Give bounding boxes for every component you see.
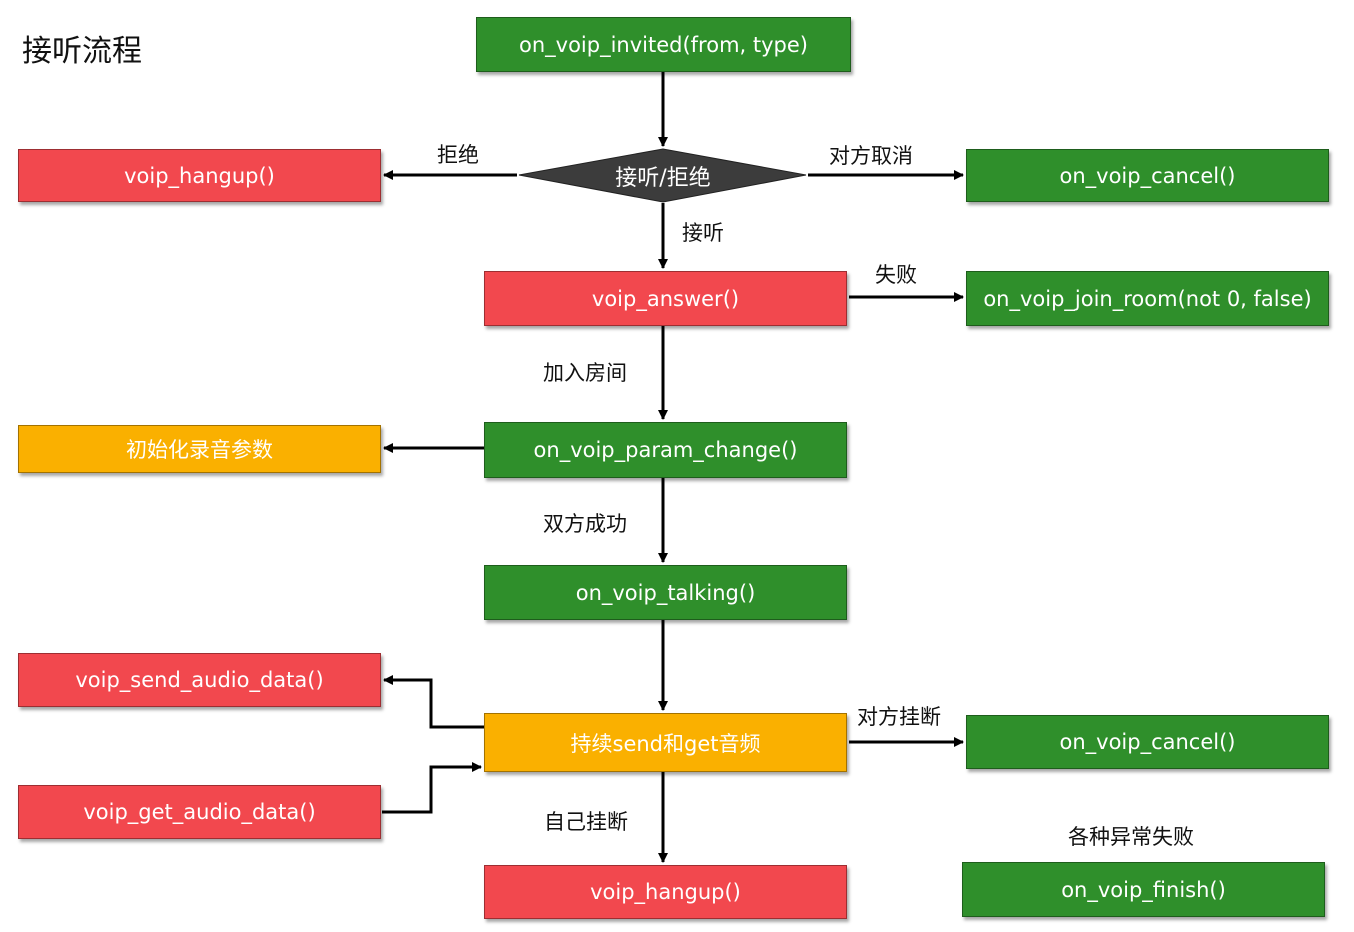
node-on-voip-join-room-fail: on_voip_join_room(not 0, false) (966, 271, 1329, 326)
edge-label-other-cancel: 对方取消 (829, 144, 913, 168)
node-voip-get-audio-data: voip_get_audio_data() (18, 785, 381, 839)
node-continuous-send-get-audio: 持续send和get音频 (484, 713, 847, 772)
edge-label-answer: 接听 (682, 221, 724, 245)
edge-label-fail: 失败 (875, 263, 917, 287)
node-on-voip-invited: on_voip_invited(from, type) (476, 17, 851, 72)
edge-label-both-success: 双方成功 (543, 512, 627, 536)
edge-label-other-hangup: 对方挂断 (857, 705, 941, 729)
edge-label-join-room: 加入房间 (543, 361, 627, 385)
edge-label-reject: 拒绝 (437, 143, 479, 167)
page-title: 接听流程 (22, 34, 142, 69)
decision-diamond (518, 148, 807, 203)
node-on-voip-finish: on_voip_finish() (962, 862, 1325, 917)
node-voip-answer: voip_answer() (484, 271, 847, 326)
node-voip-hangup-reject: voip_hangup() (18, 149, 381, 202)
node-on-voip-cancel-top: on_voip_cancel() (966, 149, 1329, 202)
node-voip-send-audio-data: voip_send_audio_data() (18, 653, 381, 707)
node-on-voip-talking: on_voip_talking() (484, 565, 847, 620)
edge-label-self-hangup: 自己挂断 (544, 810, 628, 834)
decision-label: 接听/拒绝 (615, 166, 711, 191)
node-on-voip-param-change: on_voip_param_change() (484, 422, 847, 478)
node-init-record-params: 初始化录音参数 (18, 425, 381, 473)
node-voip-hangup-self: voip_hangup() (484, 865, 847, 919)
label-various-failures: 各种异常失败 (1068, 825, 1194, 849)
node-on-voip-cancel-bottom: on_voip_cancel() (966, 715, 1329, 769)
